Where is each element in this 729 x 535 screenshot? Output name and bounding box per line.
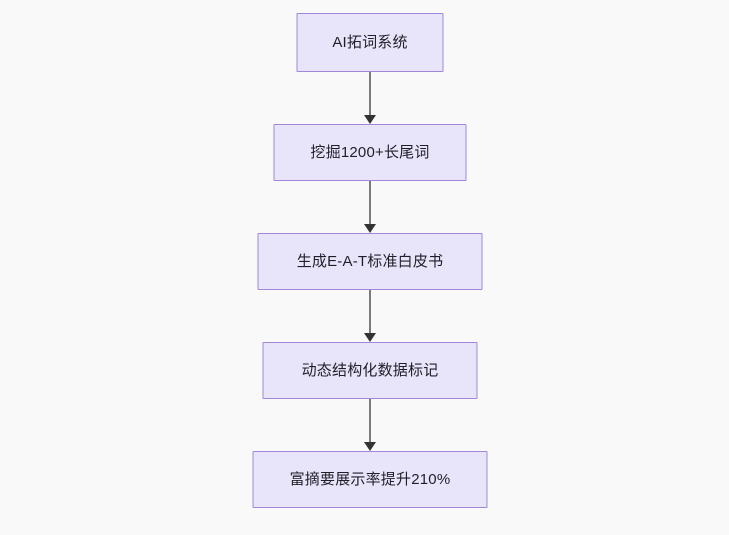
flow-node-label: AI拓词系统 — [332, 33, 408, 51]
flow-connector-4-5 — [363, 399, 377, 451]
flow-node-rich-snippet-rate-increase[interactable]: 富摘要展示率提升210% — [252, 451, 488, 508]
flow-node-dynamic-structured-data-markup[interactable]: 动态结构化数据标记 — [262, 342, 478, 399]
flow-node-generate-eat-whitepaper[interactable]: 生成E-A-T标准白皮书 — [257, 233, 483, 290]
flow-node-label: 动态结构化数据标记 — [301, 361, 439, 379]
flow-node-label: 生成E-A-T标准白皮书 — [296, 252, 444, 270]
flow-connector-1-2 — [363, 72, 377, 124]
flow-node-ai-keyword-system[interactable]: AI拓词系统 — [296, 13, 444, 72]
flow-connector-3-4 — [363, 290, 377, 342]
flow-node-mine-longtail-keywords[interactable]: 挖掘1200+长尾词 — [273, 124, 467, 181]
arrow-down-icon — [364, 442, 376, 451]
flow-connector-2-3 — [363, 181, 377, 233]
arrow-down-icon — [364, 224, 376, 233]
flow-node-label: 挖掘1200+长尾词 — [310, 143, 430, 161]
arrow-down-icon — [364, 115, 376, 124]
connector-line — [369, 399, 371, 443]
flow-node-label: 富摘要展示率提升210% — [289, 470, 451, 488]
connector-line — [369, 181, 371, 225]
connector-line — [369, 72, 371, 116]
connector-line — [369, 290, 371, 334]
arrow-down-icon — [364, 333, 376, 342]
